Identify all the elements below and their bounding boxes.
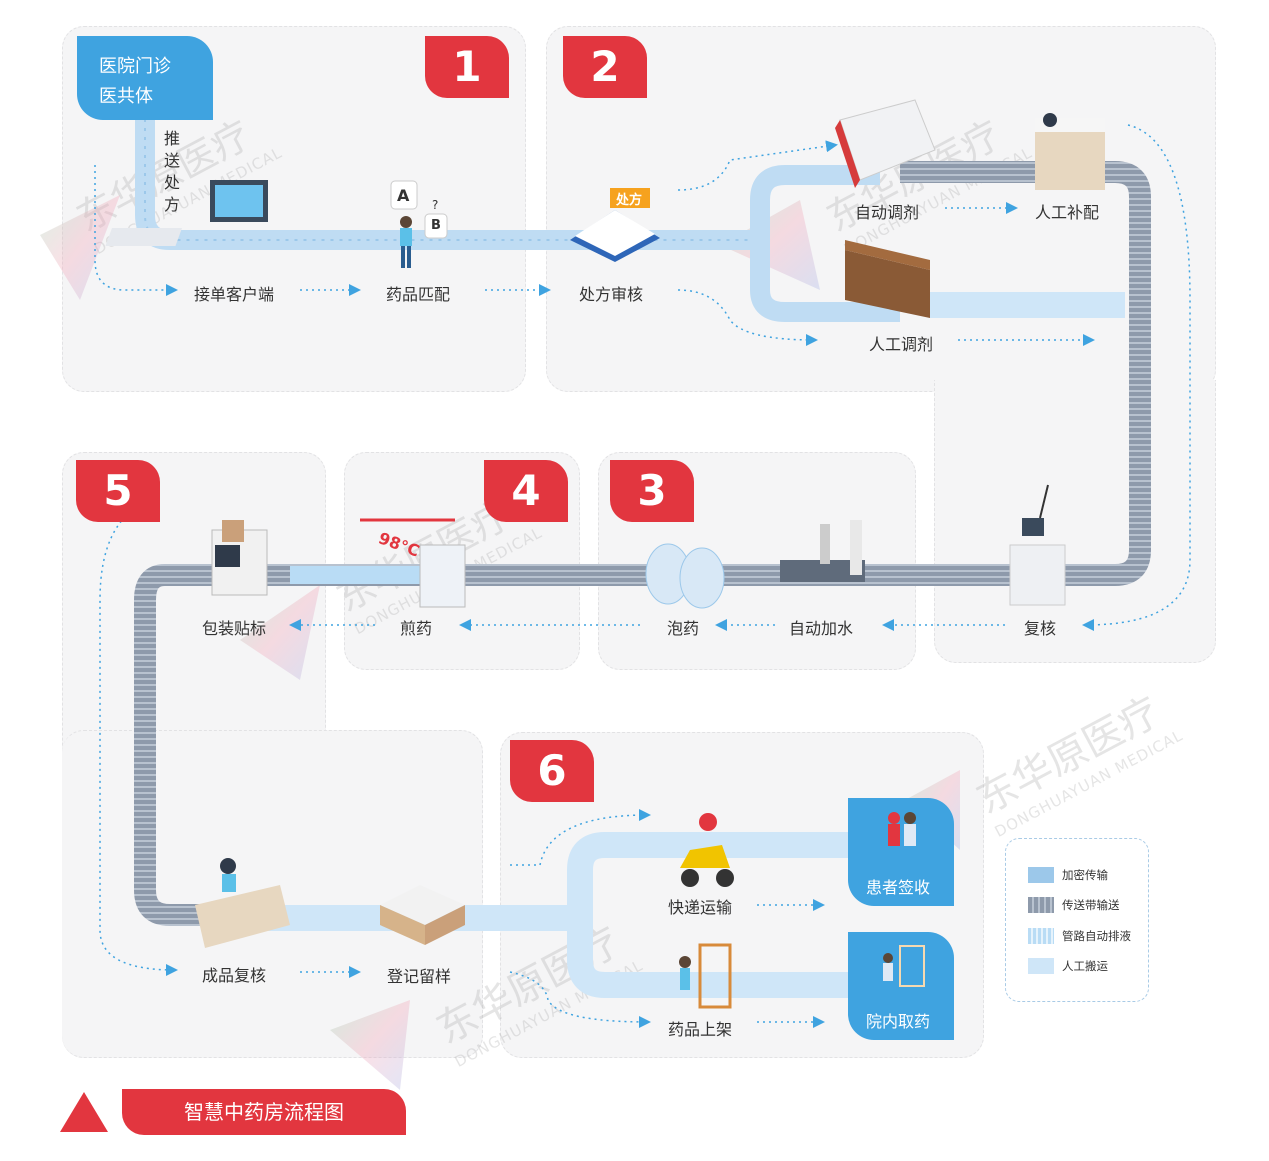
patient-sign-icon xyxy=(884,810,920,860)
manual-carry-path xyxy=(567,918,870,998)
match-b-icon: B xyxy=(431,218,441,233)
step-match: 药品匹配 xyxy=(386,285,451,304)
legend-item: 加密传输 xyxy=(1028,867,1108,883)
footer-triangle-icon xyxy=(60,1092,108,1132)
stage-badge-4: 4 xyxy=(484,460,568,522)
step-pack-label: 包装贴标 xyxy=(202,619,267,638)
legend-label: 加密传输 xyxy=(1062,868,1108,882)
packing-machine-icon xyxy=(211,520,268,596)
step-decoct: 煎药 xyxy=(400,619,433,638)
hospital-pickup-box: 院内取药 xyxy=(848,932,954,1040)
pharmacist-figure-icon xyxy=(390,180,448,268)
legend-item: 人工搬运 xyxy=(1028,958,1108,974)
legend-label: 管路自动排液 xyxy=(1062,929,1131,943)
decoction-machine-icon xyxy=(360,518,466,608)
manual-carry-path xyxy=(930,292,1125,318)
shelving-icon xyxy=(679,943,732,1009)
manual-workstation-icon xyxy=(1035,113,1105,190)
manual-carry-swatch xyxy=(1028,958,1054,974)
step-manual-supplement: 人工补配 xyxy=(1035,203,1100,222)
match-a-icon: A xyxy=(397,186,410,205)
stage-2-recheck-panel xyxy=(934,380,1216,663)
stage-2-panel xyxy=(546,26,1216,392)
step-auto-dispense: 自动调剂 xyxy=(855,203,920,222)
hospital-pickup-icon xyxy=(878,942,928,992)
pipeline-section xyxy=(290,566,450,584)
stage-badge-2: 2 xyxy=(563,36,647,98)
stage-badge-5: 5 xyxy=(76,460,160,522)
herb-cabinet-icon xyxy=(845,240,930,318)
origin-line-2: 医共体 xyxy=(99,86,153,107)
computer-icon xyxy=(105,180,268,246)
legend-item: 传送带输送 xyxy=(1028,897,1120,913)
hospital-pickup-label: 院内取药 xyxy=(866,1012,931,1031)
step-manual-dispense: 人工调剂 xyxy=(869,335,934,354)
auto-dispense-machine-icon xyxy=(835,99,936,188)
prescription-doc-icon xyxy=(570,188,660,262)
courier-scooter-icon xyxy=(680,813,734,887)
stage-badge-6: 6 xyxy=(510,740,594,802)
step-final-check: 成品复核 xyxy=(202,966,267,985)
legend-label: 传送带输送 xyxy=(1062,898,1120,912)
patient-sign-box: 患者签收 xyxy=(848,798,954,906)
origin-hospital-box: 医院门诊 医共体 xyxy=(77,36,213,120)
step-recheck: 复核 xyxy=(1024,619,1057,638)
soak-tanks-icon xyxy=(645,543,725,609)
legend-label: 人工搬运 xyxy=(1062,959,1108,973)
sample-box-icon xyxy=(380,885,465,945)
match-q-icon: ? xyxy=(432,198,439,212)
step-soak: 泡药 xyxy=(667,619,700,638)
step-review: 处方审核 xyxy=(579,285,644,304)
legend: 加密传输 传送带输送 管路自动排液 人工搬运 xyxy=(1005,838,1149,1002)
push-prescription-label: 推送处方 xyxy=(164,129,181,214)
conveyor-swatch xyxy=(1028,897,1054,913)
manual-carry-path xyxy=(567,832,870,918)
step-client: 接单客户端 xyxy=(194,285,275,304)
step-register: 登记留样 xyxy=(387,967,452,986)
legend-item: 管路自动排液 xyxy=(1028,928,1131,944)
prescription-tag-icon: 处方 xyxy=(616,193,643,208)
stage-badge-3: 3 xyxy=(610,460,694,522)
pipeline-swatch xyxy=(1028,928,1054,944)
conveyor-belt xyxy=(134,161,1151,926)
step-delivery: 快递运输 xyxy=(668,898,733,917)
deco-triangle xyxy=(240,585,320,680)
deco-triangle xyxy=(330,1000,410,1090)
encrypted-transfer-swatch xyxy=(1028,867,1054,883)
auto-water-machine-icon xyxy=(780,520,865,582)
step-auto-water: 自动加水 xyxy=(789,619,854,638)
stage-badge-1: 1 xyxy=(425,36,509,98)
final-check-desk-icon xyxy=(195,858,290,948)
deco-triangle xyxy=(40,195,120,300)
step-shelf: 药品上架 xyxy=(668,1020,733,1039)
origin-line-1: 医院门诊 xyxy=(99,56,171,77)
diagram-title: 智慧中药房流程图 xyxy=(122,1089,406,1135)
recheck-station-icon xyxy=(1009,484,1066,606)
encrypted-transfer-loop xyxy=(750,165,900,322)
patient-sign-label: 患者签收 xyxy=(866,878,931,897)
